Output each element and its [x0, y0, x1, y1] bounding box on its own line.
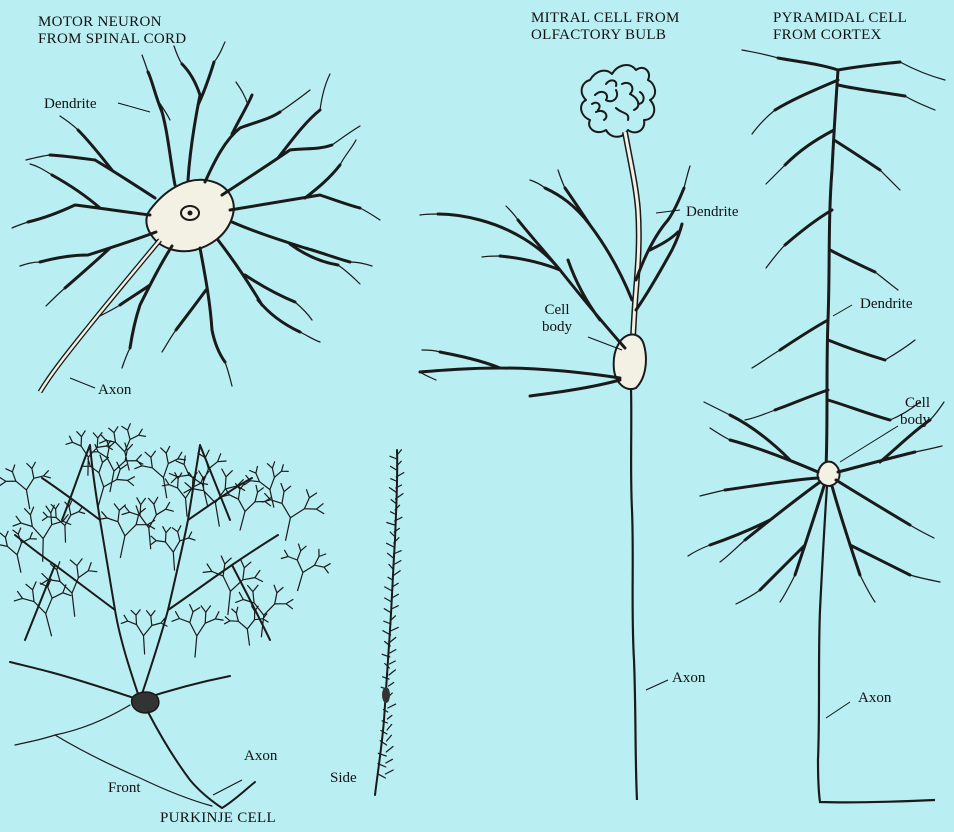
- mitral-cell-title-line2: OLFACTORY BULB: [531, 27, 680, 44]
- purkinje-cell-title: PURKINJE CELL: [160, 810, 276, 827]
- purkinje-cell-front-drawing: [0, 424, 330, 808]
- motor-neuron-title-line1: MOTOR NEURON: [38, 14, 186, 31]
- motor-neuron-title: MOTOR NEURON FROM SPINAL CORD: [38, 14, 186, 48]
- purkinje-dendritic-tree: [10, 445, 278, 700]
- mitral-cell-body-line2: body: [542, 319, 572, 336]
- pyramidal-cell-axon-label: Axon: [858, 690, 891, 707]
- mitral-cell-drawing: [420, 65, 690, 800]
- motor-neuron-title-line2: FROM SPINAL CORD: [38, 31, 186, 48]
- pyramidal-cell-dendrite-label: Dendrite: [860, 296, 912, 313]
- purkinje-soma: [132, 692, 159, 713]
- mitral-cell-glomerulus: [581, 65, 655, 137]
- mitral-cell-dendrite-label: Dendrite: [686, 204, 738, 221]
- motor-neuron-axon-label: Axon: [98, 382, 131, 399]
- pyramidal-cell-title: PYRAMIDAL CELL FROM CORTEX: [773, 10, 907, 44]
- mitral-cell-title-line1: MITRAL CELL FROM: [531, 10, 680, 27]
- mitral-cell-body-line1: Cell: [542, 302, 572, 319]
- pyramidal-cell-axon: [818, 486, 935, 802]
- purkinje-axon-label: Axon: [244, 748, 277, 765]
- mitral-cell-title: MITRAL CELL FROM OLFACTORY BULB: [531, 10, 680, 44]
- pyramidal-cell-body-label: Cell body: [900, 395, 930, 429]
- pyramidal-cell-body-line2: body: [900, 412, 930, 429]
- mitral-cell-axon: [631, 388, 637, 800]
- purkinje-side-label: Side: [330, 770, 357, 787]
- mitral-cell-body-label: Cell body: [542, 302, 572, 336]
- purkinje-axon: [148, 712, 255, 808]
- motor-neuron-drawing: [12, 42, 380, 392]
- purkinje-side-soma: [382, 687, 390, 703]
- purkinje-cell-side-drawing: [375, 450, 404, 795]
- motor-neuron-dendrite-label: Dendrite: [44, 96, 96, 113]
- pyramidal-cell-body-line1: Cell: [900, 395, 930, 412]
- pyramidal-cell-title-line1: PYRAMIDAL CELL: [773, 10, 907, 27]
- pyramidal-cell-dendrites: [710, 58, 930, 590]
- purkinje-front-label: Front: [108, 780, 141, 797]
- pyramidal-cell-title-line2: FROM CORTEX: [773, 27, 907, 44]
- mitral-cell-axon-label: Axon: [672, 670, 705, 687]
